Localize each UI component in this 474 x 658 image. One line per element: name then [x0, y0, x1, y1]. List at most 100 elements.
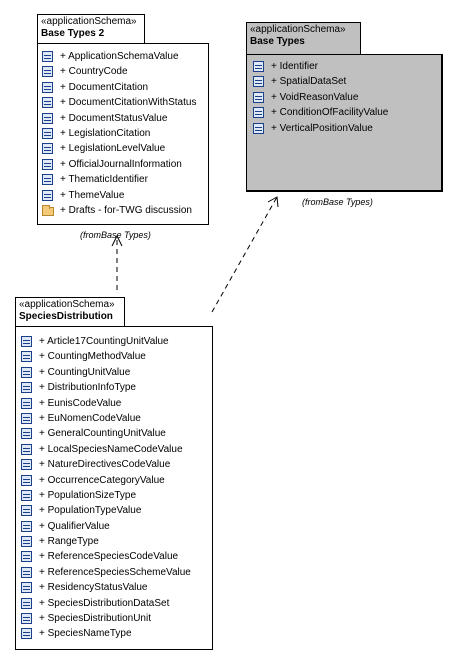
package-member-class[interactable]: + SpatialDataSet: [253, 74, 388, 89]
package-member-class[interactable]: + ResidencyStatusValue: [21, 580, 191, 595]
package-member-class[interactable]: + ReferenceSpeciesCodeValue: [21, 549, 191, 564]
package-member-class[interactable]: + Article17CountingUnitValue: [21, 334, 191, 349]
class-icon: [21, 443, 32, 455]
package-member-class[interactable]: + PopulationSizeType: [21, 488, 191, 503]
package-contents: + ApplicationSchemaValue + CountryCode + D…: [42, 49, 196, 218]
class-icon: [42, 97, 53, 109]
member-label: + SpeciesDistributionDataSet: [39, 597, 170, 609]
package-member-class[interactable]: + ThemeValue: [42, 188, 196, 203]
member-label: + LocalSpeciesNameCodeValue: [39, 443, 183, 455]
from-note: (fromBase Types): [302, 197, 373, 207]
class-icon: [21, 428, 32, 440]
member-label: + DocumentCitationWithStatus: [60, 97, 197, 109]
package-tab: «applicationSchema» SpeciesDistribution: [15, 297, 125, 327]
package-member-class[interactable]: + ApplicationSchemaValue: [42, 49, 196, 64]
class-icon: [42, 51, 53, 62]
from-note: (fromBase Types): [80, 230, 151, 240]
member-label: + LegislationLevelValue: [60, 143, 166, 155]
member-label: + Identifier: [271, 61, 318, 72]
member-label: + DocumentStatusValue: [60, 112, 168, 124]
class-icon: [21, 397, 32, 409]
dependency-to-base-types-2[interactable]: [111, 234, 123, 290]
class-icon: [21, 459, 32, 471]
member-label: + CountryCode: [60, 66, 128, 78]
package-contents: + Identifier + SpatialDataSet + VoidReason…: [253, 59, 388, 136]
package-member-class[interactable]: + ConditionOfFacilityValue: [253, 105, 388, 120]
class-icon: [42, 158, 53, 170]
class-icon: [21, 366, 32, 378]
package-member-class[interactable]: + CountingMethodValue: [21, 349, 191, 364]
member-label: + LegislationCitation: [60, 127, 151, 139]
package-member-class[interactable]: + LocalSpeciesNameCodeValue: [21, 442, 191, 457]
package-member-class[interactable]: + VoidReasonValue: [253, 90, 388, 105]
package-stereotype: «applicationSchema»: [250, 24, 346, 35]
member-label: + ThemeValue: [60, 189, 125, 201]
class-icon: [21, 336, 32, 347]
member-label: + GeneralCountingUnitValue: [39, 428, 166, 440]
class-icon: [42, 127, 53, 139]
package-contents: + Article17CountingUnitValue + CountingMe…: [21, 334, 191, 642]
class-icon: [42, 189, 53, 201]
member-label: + PopulationTypeValue: [39, 505, 142, 517]
member-label: + CountingMethodValue: [39, 351, 146, 363]
class-icon: [21, 351, 32, 363]
class-icon: [21, 536, 32, 548]
package-member-class[interactable]: + OfficialJournalInformation: [42, 157, 196, 172]
class-icon: [21, 628, 32, 640]
member-label: + DocumentCitation: [60, 81, 149, 93]
package-member-class[interactable]: + SpeciesDistributionDataSet: [21, 596, 191, 611]
package-member-class[interactable]: + EuNomenCodeValue: [21, 411, 191, 426]
class-icon: [21, 382, 32, 394]
package-member-class[interactable]: + QualifierValue: [21, 519, 191, 534]
package-stereotype: «applicationSchema»: [41, 16, 137, 27]
member-label: + ConditionOfFacilityValue: [271, 107, 389, 119]
class-icon: [42, 112, 53, 124]
package-member-class[interactable]: + VerticalPositionValue: [253, 121, 388, 136]
package-member-class[interactable]: + PopulationTypeValue: [21, 503, 191, 518]
member-label: + OfficialJournalInformation: [60, 158, 182, 170]
package-member-class[interactable]: + DocumentCitation: [42, 80, 196, 95]
package-member-class[interactable]: + NatureDirectivesCodeValue: [21, 457, 191, 472]
package-member-class[interactable]: + Identifier: [253, 59, 388, 74]
member-label: + ApplicationSchemaValue: [60, 51, 179, 62]
package-name: Base Types 2: [41, 28, 105, 39]
member-label: + ReferenceSpeciesCodeValue: [39, 551, 179, 563]
package-member-class[interactable]: + ReferenceSpeciesSchemeValue: [21, 565, 191, 580]
package-tab: «applicationSchema» Base Types 2: [37, 14, 145, 44]
member-label: + SpeciesDistributionUnit: [39, 613, 151, 625]
package-member-class[interactable]: + LegislationLevelValue: [42, 141, 196, 156]
class-icon: [21, 613, 32, 625]
package-member-class[interactable]: + DistributionInfoType: [21, 380, 191, 395]
package-member-class[interactable]: + SpeciesNameType: [21, 626, 191, 641]
class-icon: [253, 107, 264, 119]
dependency-to-base-types[interactable]: [211, 196, 279, 313]
member-label: + OccurrenceCategoryValue: [39, 474, 165, 486]
class-icon: [42, 81, 53, 93]
class-icon: [21, 582, 32, 594]
class-icon: [253, 61, 264, 72]
package-member-class[interactable]: + GeneralCountingUnitValue: [21, 426, 191, 441]
package-member-class[interactable]: + DocumentStatusValue: [42, 111, 196, 126]
member-label: + VoidReasonValue: [271, 91, 359, 103]
package-body: + Article17CountingUnitValue + CountingMe…: [15, 326, 213, 650]
class-icon: [21, 505, 32, 517]
package-member-class[interactable]: + DocumentCitationWithStatus: [42, 95, 196, 110]
package-member-class[interactable]: + CountingUnitValue: [21, 365, 191, 380]
member-label: + DistributionInfoType: [39, 382, 136, 394]
package-member-class[interactable]: + LegislationCitation: [42, 126, 196, 141]
package-member-class[interactable]: + EunisCodeValue: [21, 396, 191, 411]
package-member-class[interactable]: + RangeType: [21, 534, 191, 549]
package-member-folder[interactable]: + Drafts - for-TWG discussion: [42, 203, 196, 218]
class-icon: [21, 474, 32, 486]
member-label: + PopulationSizeType: [39, 489, 137, 501]
class-icon: [253, 122, 264, 134]
package-member-class[interactable]: + OccurrenceCategoryValue: [21, 473, 191, 488]
package-name: SpeciesDistribution: [19, 311, 113, 322]
member-label: + NatureDirectivesCodeValue: [39, 459, 171, 471]
package-body: + Identifier + SpatialDataSet + VoidReason…: [246, 54, 443, 192]
package-stereotype: «applicationSchema»: [19, 299, 115, 310]
package-member-class[interactable]: + SpeciesDistributionUnit: [21, 611, 191, 626]
package-member-class[interactable]: + ThematicIdentifier: [42, 172, 196, 187]
package-member-class[interactable]: + CountryCode: [42, 64, 196, 79]
